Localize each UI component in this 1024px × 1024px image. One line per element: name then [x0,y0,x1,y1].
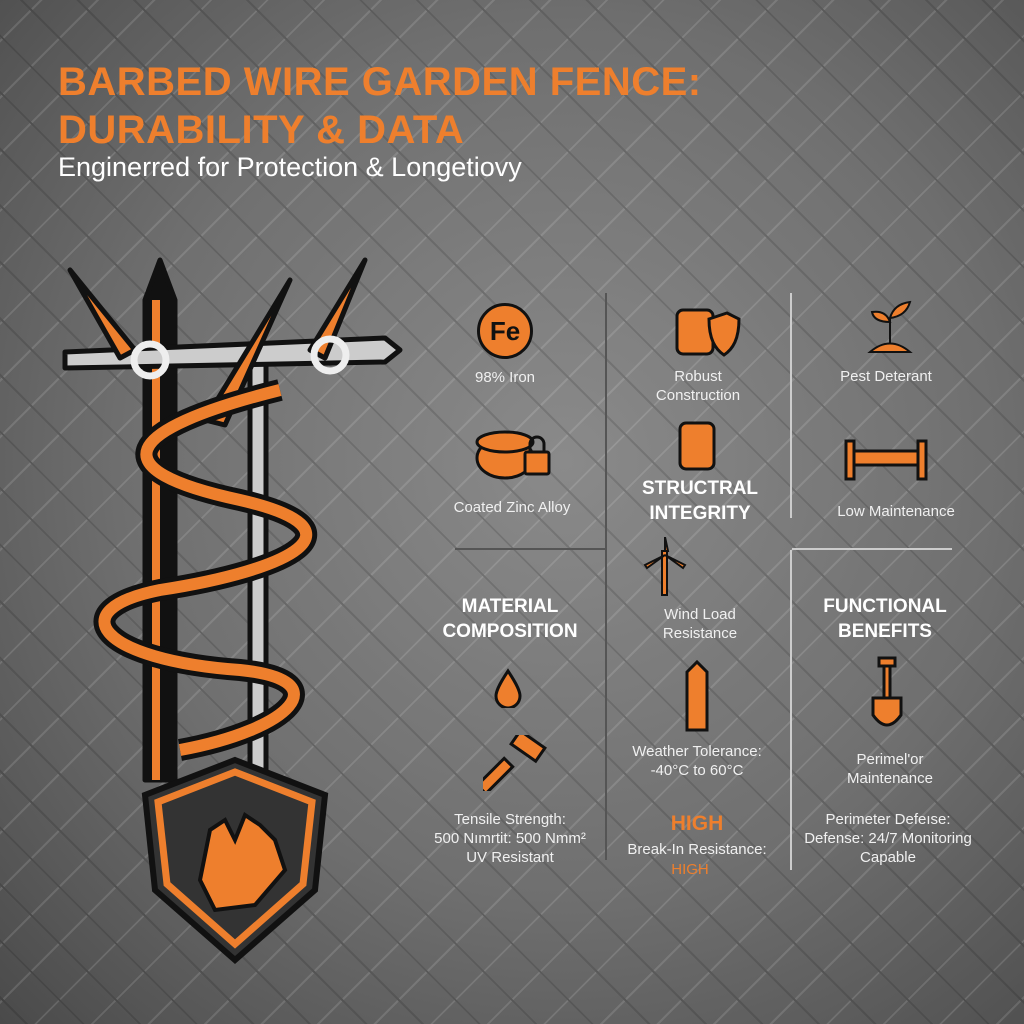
pest-deterrent-label: Pest Deterant [840,368,932,385]
wind-load-label: Wind Load Resistance [663,605,737,643]
iron-label: 98% Iron [474,369,536,386]
page-title: BARBED WIRE GARDEN FENCE: DURABILITY & D… [58,58,702,154]
text-line: Defense: 24/7 Monitoring [804,830,972,847]
hammer-icon [483,735,547,791]
text-line: Maintenance [847,770,933,787]
text-line: Weather Tolerance: [632,743,762,760]
break-in-label: Break-In Resistance: [627,841,767,858]
heading-line: MATERIAL [461,596,559,617]
divider [455,548,605,550]
wire-coil-lock-icon [475,430,551,480]
iron-globe-icon: Fe [477,303,533,359]
divider [790,293,792,518]
text-line: Resistance [662,625,738,642]
low-maintenance-label: Low Maintenance [837,503,955,520]
title-line-2: DURABILITY & DATA [58,108,465,152]
fist-shield-icon [675,308,741,357]
break-in-value: HIGH [671,861,709,878]
divider [605,293,607,860]
shovel-icon [871,656,903,727]
text-line: Capable [860,849,916,866]
heading-line: STRUCTRAL [641,478,759,499]
text-line: Perimeter Defeıse: [825,811,951,828]
text-line: Perimel'or [856,751,924,768]
title-line-1: BARBED WIRE GARDEN FENCE: [58,60,702,104]
subtitle: Enginerred for Protection & Longetiovy [58,152,522,182]
fence-post-icon [685,660,709,732]
perimeter-defense: Perimeter Defeıse: Defense: 24/7 Monitor… [804,810,972,867]
divider [790,550,792,870]
robust-construction-label: Robust Construction [656,367,740,405]
text-line: Construction [655,387,741,404]
heading-line: INTEGRITY [649,503,751,524]
barrier-icon [844,439,928,481]
fist-icon [678,421,716,471]
heading-line: COMPOSITION [442,621,578,642]
zinc-alloy-label: Coated Zinc Alloy [453,499,571,516]
text-line: Robust [674,368,722,385]
text-line: 500 Nımrtit: 500 Nmm² [434,830,586,847]
text-line: UV Resistant [466,849,554,866]
text-line: Tensile Strength: [454,811,566,828]
perimeter-maintenance-label: Perimel'or Maintenance [847,750,933,788]
heading-line: FUNCTIONAL [823,596,947,617]
water-drop-icon [494,668,522,708]
barbed-wire-shield-illustration [62,257,403,964]
tensile-strength: Tensile Strength: 500 Nımrtit: 500 Nmm² … [434,810,586,867]
divider [792,548,952,550]
text-line: Wind Load [664,606,736,623]
functional-heading: FUNCTIONAL BENEFITS [823,594,946,644]
heading-line: BENEFITS [838,621,932,642]
material-heading: MATERIAL COMPOSITION [442,594,577,644]
text-line: -40°C to 60°C [650,762,744,779]
structural-heading: STRUCTRAL INTEGRITY [642,476,758,526]
wind-turbine-icon [643,537,687,596]
sprout-icon [867,300,913,353]
weather-tolerance: Weather Tolerance: -40°C to 60°C [632,742,762,780]
high-rating: HIGH [670,812,724,835]
